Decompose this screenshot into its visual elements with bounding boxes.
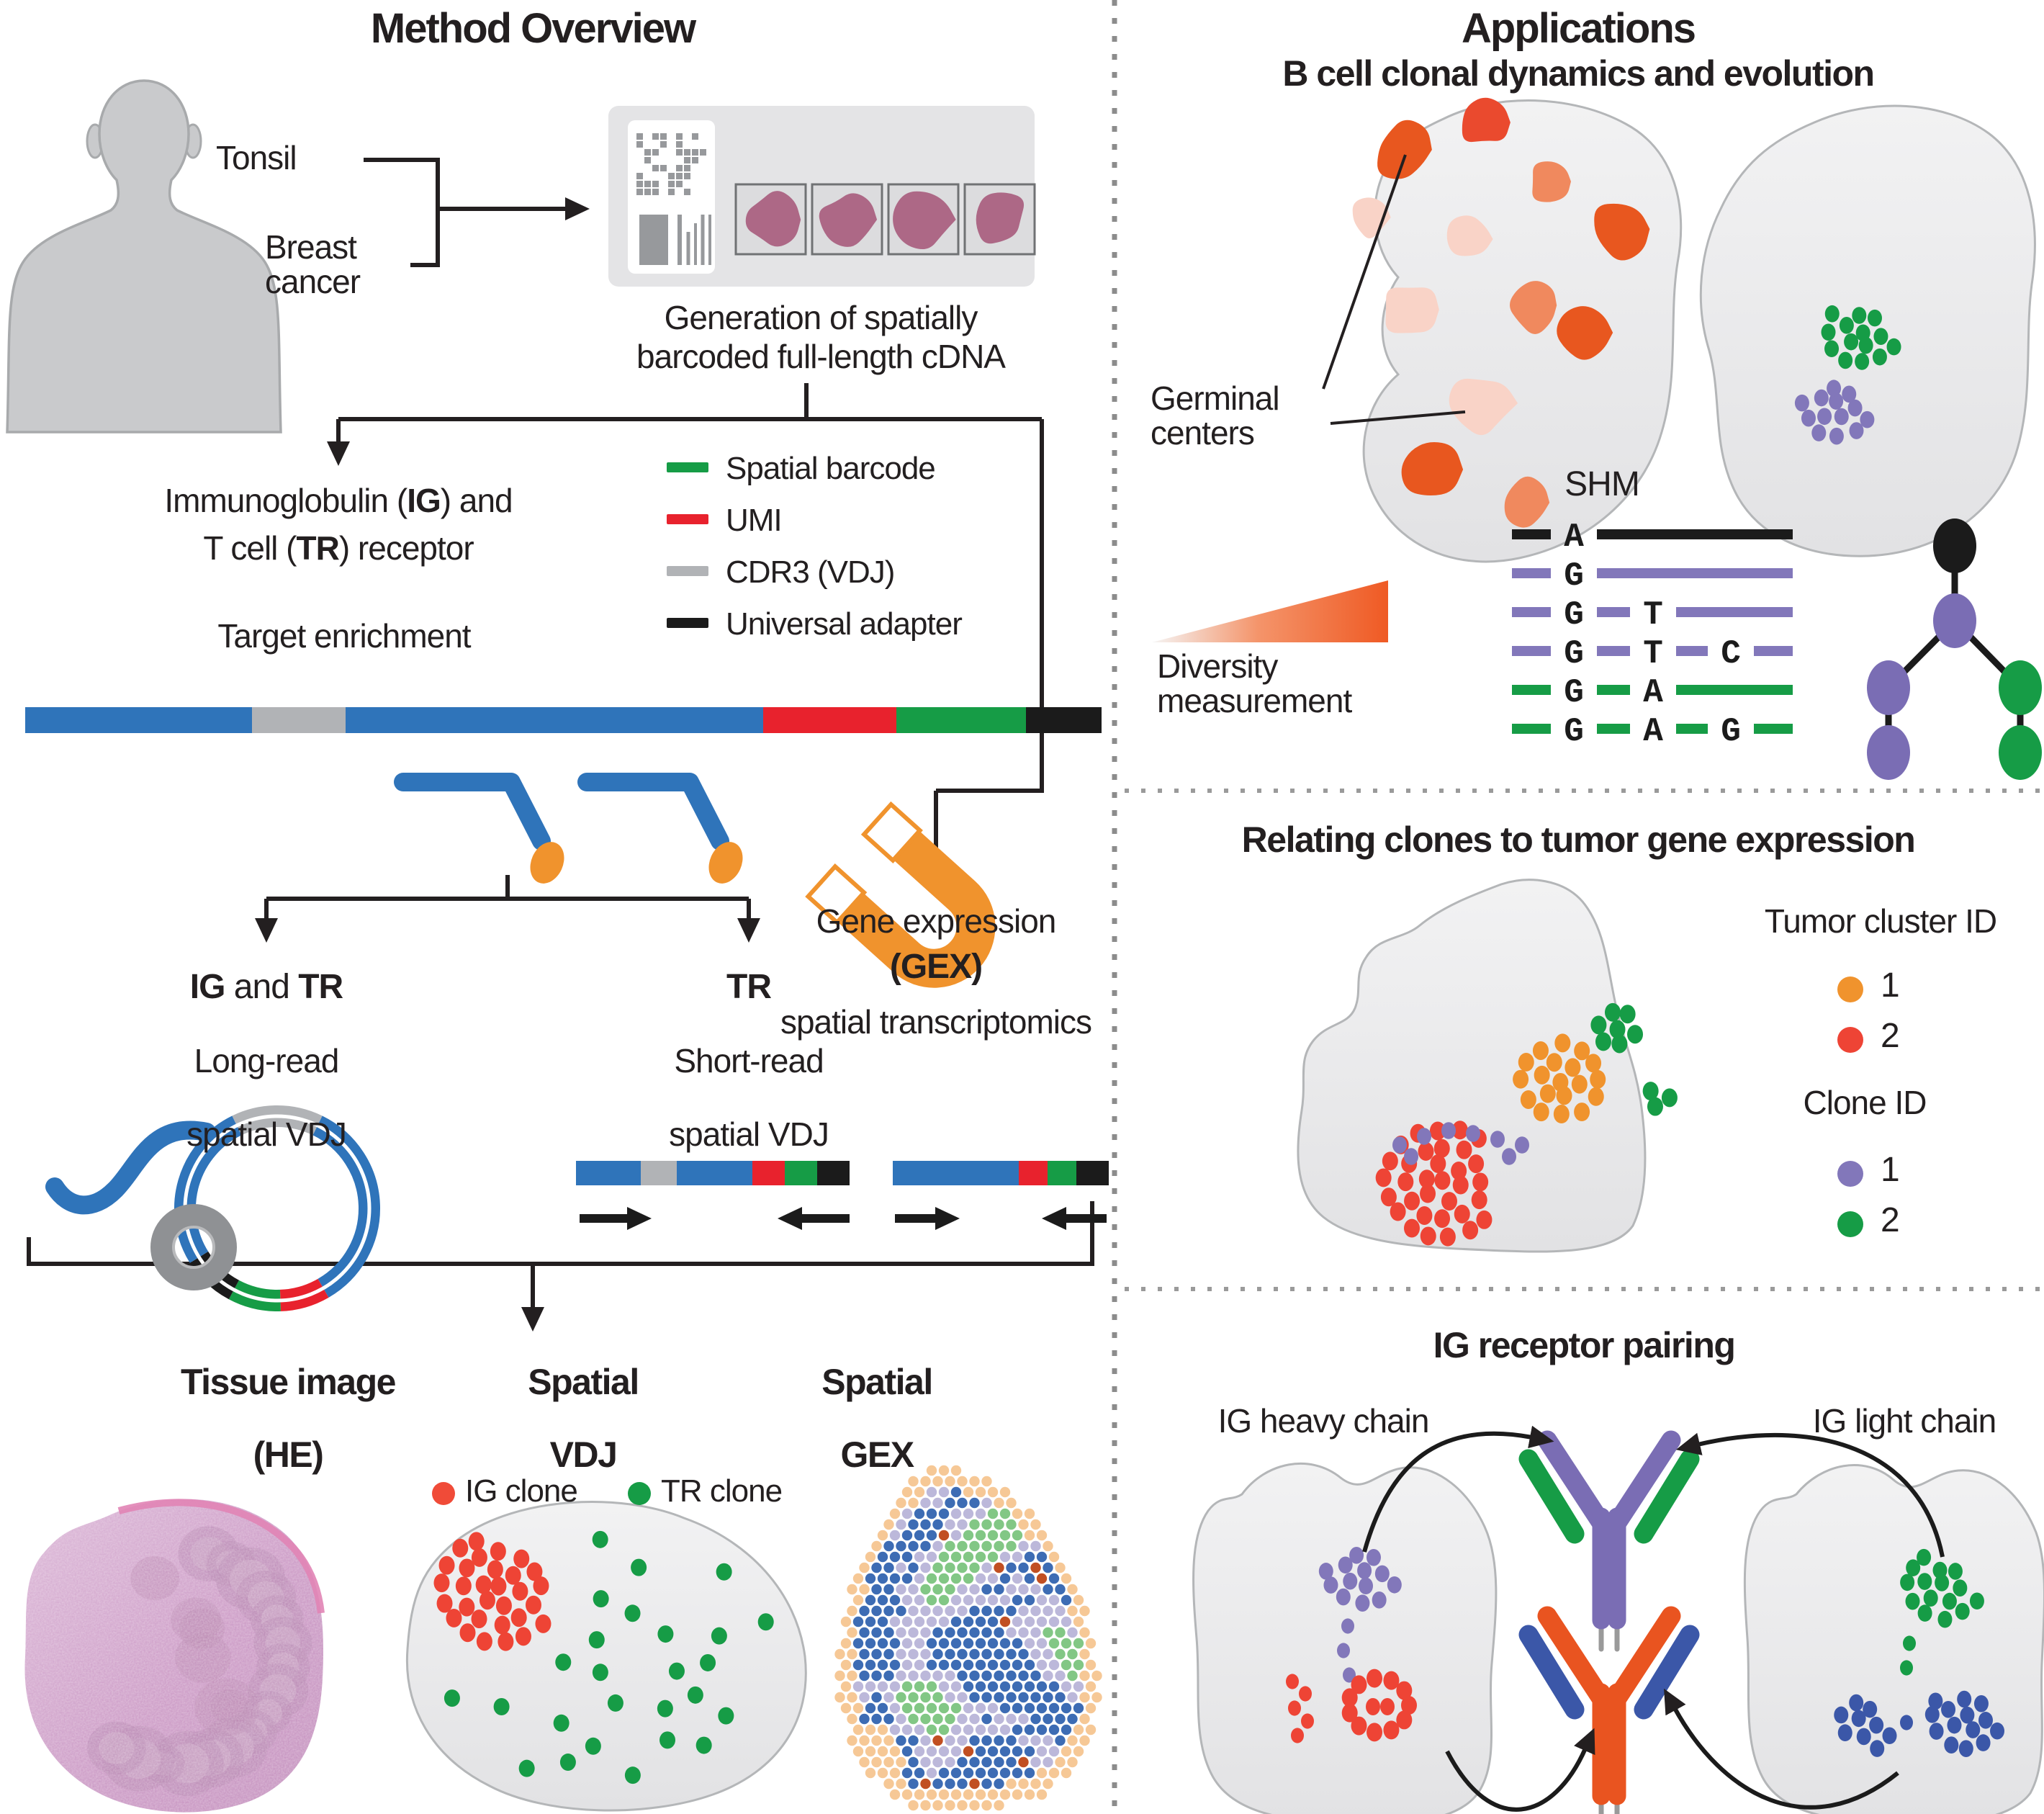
diversity-line2: measurement	[1157, 681, 1352, 719]
construct-bars	[25, 707, 1109, 1185]
heavy-chain-label: IG heavy chain	[1217, 1402, 1430, 1440]
diversity-gradient-icon	[1152, 580, 1388, 642]
target-enrichment-label: Target enrichment	[217, 617, 471, 655]
clone-legend-dot-2	[1837, 1211, 1863, 1237]
legend-label-cdr3: CDR3 (VDJ)	[726, 554, 895, 590]
tonsil-section-left	[1352, 97, 1683, 563]
method-overview-title: Method Overview	[370, 5, 696, 52]
clone-legend-title: Clone ID	[1803, 1084, 1927, 1121]
pairing-arrows	[1362, 1425, 1945, 1812]
clone-legend-label-2: 2	[1881, 1201, 1900, 1239]
legend-dash-adapter	[667, 618, 708, 628]
svg-text:T: T	[1643, 596, 1663, 634]
vdj-legend-dot-tr	[628, 1482, 651, 1505]
receptor-line2: T cell (TR) receptor	[203, 529, 474, 567]
capture-probes-icon	[394, 773, 729, 850]
human-body-icon	[6, 79, 282, 434]
tonsil-label: Tonsil	[216, 139, 297, 176]
gex-line2: (GEX)	[889, 948, 983, 986]
breast-line2: cancer	[265, 262, 361, 300]
germinal-centers-label: Germinal centers	[1151, 380, 1280, 452]
magnet-icon	[805, 801, 996, 988]
legend-label-umi: UMI	[726, 503, 783, 538]
legend-dash-umi	[667, 514, 708, 524]
svg-text:G: G	[1564, 596, 1584, 634]
phylogenetic-tree-icon	[1867, 518, 2042, 780]
legend-label-adapter: Universal adapter	[726, 606, 963, 642]
primer-arrows	[580, 1207, 1107, 1230]
he-tissue-image	[24, 1499, 325, 1813]
vdj-legend-dot-ig	[432, 1482, 455, 1505]
svg-text:G: G	[1564, 635, 1584, 673]
vdj-legend-label-tr: TR clone	[661, 1473, 783, 1509]
legend-dash-cdr3	[667, 566, 708, 576]
tumor-legend-label-1: 1	[1881, 966, 1900, 1005]
legend-label-spatial-barcode: Spatial barcode	[726, 451, 936, 486]
output-vdj-title1: Spatial	[528, 1362, 639, 1402]
germinal-line1: Germinal	[1151, 380, 1280, 417]
clone-legend-label-1: 1	[1881, 1151, 1900, 1189]
output-bracket	[27, 1201, 1094, 1332]
spatial-slide-icon	[608, 106, 1036, 287]
cdna-caption-2: barcoded full-length cDNA	[636, 338, 1006, 375]
branch-ig-tr-label: IG and TR	[189, 968, 343, 1006]
clone-legend-dot-1	[1837, 1161, 1863, 1187]
antibody-icons	[1518, 1430, 1700, 1814]
shm-label: SHM	[1564, 465, 1640, 503]
legend-dash-spatial-barcode	[667, 462, 708, 472]
section3-title: IG receptor pairing	[1433, 1325, 1736, 1365]
germinal-line2: centers	[1151, 413, 1255, 452]
longread-line1: Long-read	[194, 1042, 340, 1079]
svg-text:A: A	[1643, 674, 1663, 711]
breast-line1: Breast	[265, 228, 357, 266]
clone-dot-clusters	[433, 305, 2005, 1757]
svg-text:G: G	[1721, 713, 1741, 750]
long-read-icon	[45, 1105, 380, 1311]
diversity-line1: Diversity	[1157, 647, 1278, 685]
applications-title: Applications	[1461, 5, 1696, 52]
svg-text:G: G	[1564, 557, 1584, 595]
svg-text:A: A	[1564, 518, 1584, 556]
svg-text:T: T	[1643, 635, 1663, 673]
svg-text:G: G	[1564, 713, 1584, 750]
receptor-line1: Immunoglobulin (IG) and	[164, 482, 513, 519]
tumor-legend-label-2: 2	[1881, 1017, 1900, 1055]
section2-title: Relating clones to tumor gene expression	[1241, 820, 1916, 860]
svg-text:A: A	[1643, 713, 1663, 750]
biotin-tips-icon	[530, 842, 743, 884]
tumor-legend-dot-1	[1837, 976, 1863, 1002]
longread-line2: spatial VDJ	[186, 1115, 347, 1153]
tumor-legend-dot-2	[1837, 1027, 1863, 1053]
branch-bracket	[255, 875, 760, 943]
spatial-gex-map	[834, 1465, 1102, 1811]
output-gex-title1: Spatial	[821, 1362, 933, 1402]
output-he-title1: Tissue image	[181, 1362, 396, 1402]
breast-cancer-label: Breast cancer	[265, 228, 361, 300]
germinal-pointer-lines	[1322, 154, 1466, 425]
svg-text:G: G	[1564, 674, 1584, 711]
gex-line3: spatial transcriptomics	[780, 1003, 1092, 1041]
sample-bracket	[364, 158, 590, 267]
tumor-legend-title: Tumor cluster ID	[1764, 902, 1997, 940]
branch-tr-label: TR	[726, 968, 772, 1006]
output-gex-title2: GEX	[840, 1434, 914, 1475]
gex-line1: Gene expression	[816, 902, 1057, 940]
vdj-legend-label-ig: IG clone	[465, 1473, 578, 1509]
shortread-line2: spatial VDJ	[669, 1115, 829, 1153]
shortread-line1: Short-read	[674, 1042, 824, 1079]
heavy-chain-map	[1192, 1463, 1498, 1814]
section1-title: B cell clonal dynamics and evolution	[1282, 53, 1875, 94]
diversity-label: Diversity measurement	[1157, 647, 1352, 719]
light-chain-map	[1743, 1464, 2044, 1814]
svg-text:C: C	[1721, 635, 1741, 673]
output-vdj-title2: VDJ	[549, 1434, 618, 1475]
cdna-caption-1: Generation of spatially	[664, 299, 978, 336]
light-chain-label: IG light chain	[1812, 1402, 1996, 1440]
output-he-title2: (HE)	[253, 1434, 324, 1475]
